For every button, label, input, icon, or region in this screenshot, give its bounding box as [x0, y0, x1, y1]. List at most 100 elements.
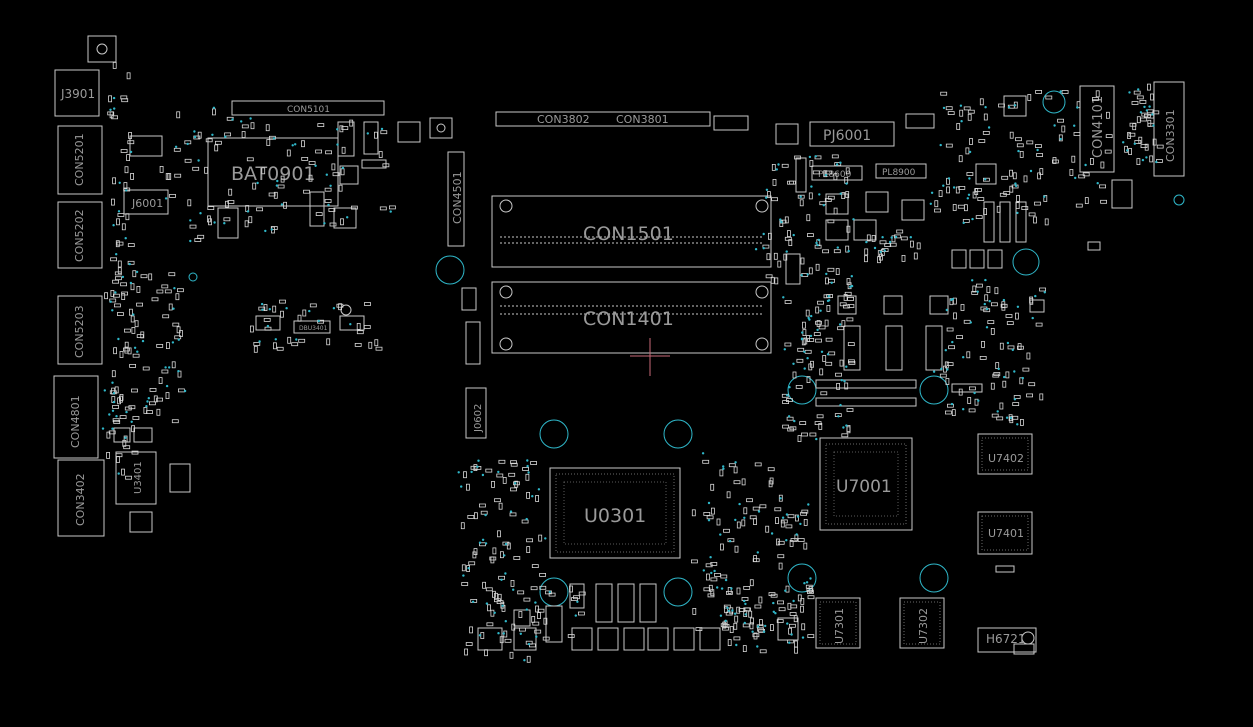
- component-con4101[interactable]: CON4101: [1079, 85, 1115, 173]
- smd-pad: [112, 404, 119, 409]
- via: [756, 645, 759, 648]
- refdes-con5203: CON5203: [73, 305, 86, 358]
- smd-pad: [972, 285, 977, 293]
- component-con5101[interactable]: CON5101: [231, 100, 385, 116]
- smd-pad: [328, 208, 336, 212]
- smd-pad: [797, 594, 802, 602]
- smd-pad: [979, 98, 984, 106]
- via: [325, 173, 328, 176]
- via: [790, 633, 793, 636]
- component-con5202[interactable]: CON5202: [57, 201, 103, 269]
- component-con5203[interactable]: CON5203: [57, 295, 103, 365]
- via: [952, 186, 956, 189]
- smd-pad: [494, 592, 498, 600]
- via: [1013, 104, 1017, 107]
- component-con4801[interactable]: CON4801: [53, 375, 99, 459]
- via: [332, 307, 336, 310]
- component-u7402[interactable]: U7402: [977, 433, 1033, 475]
- smd-pad: [958, 155, 963, 163]
- component-con3301[interactable]: CON3301: [1153, 81, 1185, 177]
- smd-pad: [1015, 137, 1022, 142]
- component-con5201[interactable]: CON5201: [57, 125, 103, 195]
- smd-pad: [825, 170, 832, 175]
- smd-pad: [1013, 395, 1021, 399]
- via: [211, 133, 214, 136]
- smd-pad: [542, 636, 550, 641]
- smd-pad: [128, 308, 133, 316]
- smd-pad: [127, 243, 135, 248]
- smd-pad: [187, 199, 192, 207]
- smd-pad: [126, 154, 130, 162]
- component-pl8900[interactable]: PL8900: [875, 163, 927, 179]
- via: [818, 193, 821, 196]
- smd-pad: [806, 588, 814, 593]
- via: [136, 350, 139, 353]
- component-con4501[interactable]: CON4501: [447, 151, 465, 247]
- inductor-array: [785, 157, 1133, 407]
- via: [172, 307, 175, 310]
- smd-pad: [261, 167, 266, 175]
- component-u7001[interactable]: U7001: [819, 437, 913, 531]
- via: [1005, 416, 1009, 419]
- smd-pad: [948, 345, 955, 350]
- component-con1401[interactable]: CON1401: [491, 281, 772, 354]
- via: [129, 150, 133, 154]
- smd-pad: [486, 622, 494, 627]
- via: [950, 402, 954, 406]
- smd-pad: [845, 191, 850, 199]
- via: [323, 222, 326, 225]
- smd-pad: [979, 355, 987, 360]
- component-u7401[interactable]: U7401: [977, 511, 1033, 555]
- smd-pad: [114, 386, 119, 394]
- smd-pad: [1021, 206, 1029, 211]
- smd-pad: [787, 230, 791, 238]
- smd-pad: [1043, 195, 1048, 202]
- smd-pad: [803, 542, 808, 550]
- via: [724, 578, 728, 582]
- smd-pad: [324, 187, 332, 192]
- smd-pad: [379, 206, 387, 211]
- smd-pad: [531, 616, 536, 623]
- component-j0602[interactable]: J0602: [465, 387, 487, 439]
- smd-pad: [115, 240, 120, 248]
- component-u0301[interactable]: U0301: [549, 467, 681, 559]
- component-u7301[interactable]: U7301: [815, 597, 861, 649]
- via: [807, 503, 810, 506]
- via: [932, 370, 936, 373]
- smd-pad: [1045, 95, 1053, 100]
- smd-pad: [279, 299, 286, 304]
- component-dbu3401[interactable]: DBU3401: [293, 320, 331, 334]
- via: [114, 291, 117, 294]
- component-u3401[interactable]: U3401: [115, 451, 157, 505]
- component-j6001[interactable]: J6001: [123, 189, 169, 215]
- smd-pad: [784, 342, 792, 347]
- via: [525, 517, 528, 521]
- smd-pad: [111, 370, 116, 378]
- smd-pad: [169, 193, 176, 198]
- smd-pad: [845, 167, 850, 175]
- via: [145, 405, 148, 408]
- via: [779, 497, 782, 500]
- via: [707, 519, 711, 522]
- smd-pad: [1033, 216, 1037, 224]
- component-j3901[interactable]: J3901: [54, 35, 117, 117]
- smd-pad: [1149, 155, 1154, 163]
- component-u7302[interactable]: U7302: [899, 597, 945, 649]
- smd-pad: [986, 286, 991, 294]
- smd-pad: [900, 236, 908, 241]
- via: [984, 106, 987, 109]
- smd-pad: [770, 624, 774, 631]
- component-con1501[interactable]: CON1501: [491, 195, 772, 268]
- via: [171, 341, 175, 344]
- smd-pad: [742, 623, 750, 628]
- component-pj6001[interactable]: PJ6001: [809, 121, 895, 147]
- smd-pad: [822, 249, 829, 254]
- smd-pad: [947, 403, 954, 408]
- smd-pad: [132, 270, 137, 278]
- component-con3402[interactable]: CON3402: [57, 459, 105, 537]
- via: [799, 195, 802, 198]
- via: [962, 408, 965, 411]
- via: [512, 588, 515, 591]
- smd-pad: [913, 252, 918, 260]
